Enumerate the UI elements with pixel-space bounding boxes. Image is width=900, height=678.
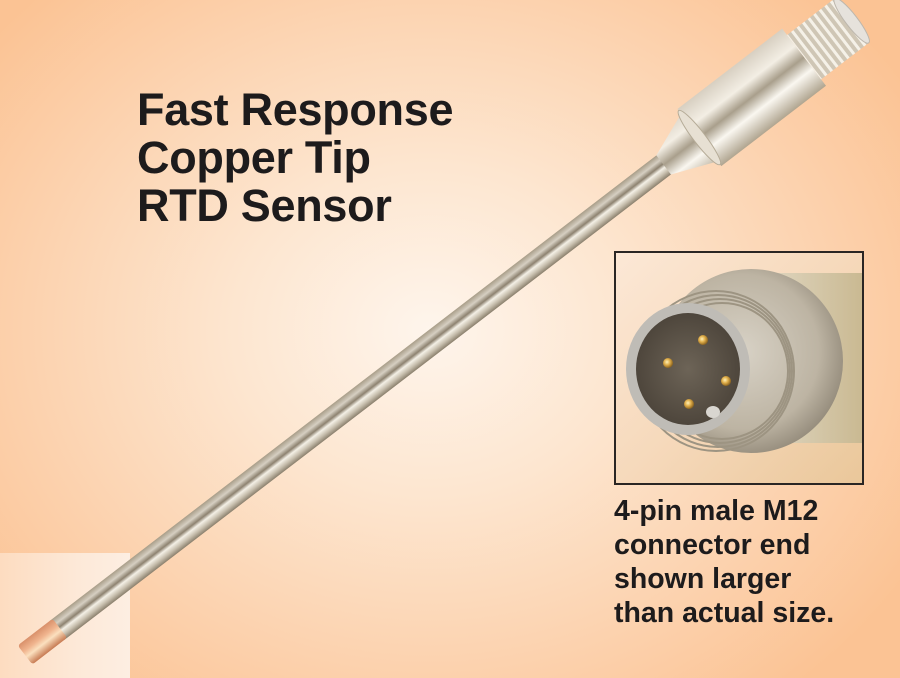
caption-line-2: connector end: [614, 529, 811, 561]
caption-line-3: shown larger: [614, 563, 792, 595]
probe-sheath: [49, 149, 679, 641]
caption-line-1: 4-pin male M12: [614, 495, 819, 527]
connector-closeup-inset: [614, 251, 864, 485]
title-line-3: RTD Sensor: [137, 180, 392, 231]
title-line-2: Copper Tip: [137, 132, 371, 183]
product-title: Fast Response Copper Tip RTD Sensor: [137, 84, 454, 231]
caption-line-4: than actual size.: [614, 597, 835, 629]
copper-tip: [18, 619, 67, 664]
m12-connector-closeup-image: [626, 269, 862, 453]
connector-caption: 4-pin male M12 connector end shown large…: [614, 494, 834, 630]
connector-pins: [663, 335, 731, 418]
connector-housing: [677, 28, 826, 167]
title-line-1: Fast Response: [137, 84, 454, 135]
